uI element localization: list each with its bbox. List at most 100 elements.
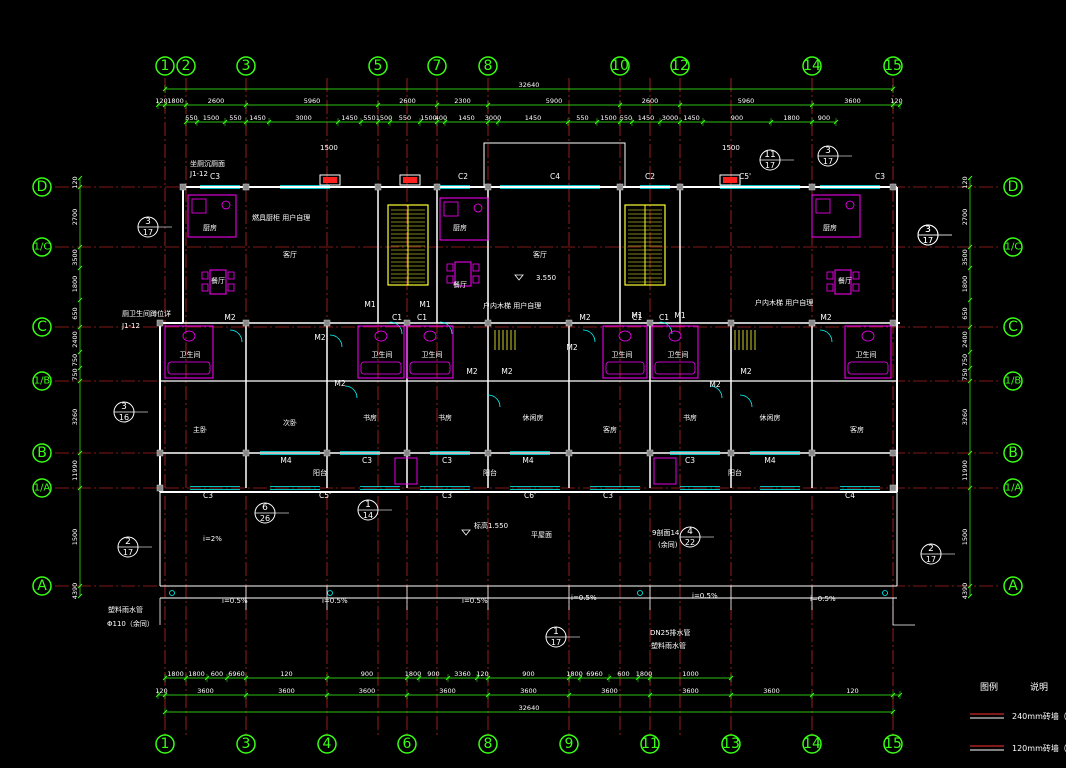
dimension-value: 2600 bbox=[642, 97, 659, 105]
dimension-value: 2700 bbox=[71, 209, 79, 226]
bathroom-fixtures bbox=[602, 325, 648, 379]
axis-bubble-left bbox=[32, 443, 52, 463]
dimension-value: 2600 bbox=[208, 97, 225, 105]
kitchen-fixtures bbox=[439, 197, 489, 241]
door-label: M1 bbox=[631, 311, 642, 320]
dining-set bbox=[446, 261, 480, 287]
window-label: C3 bbox=[362, 456, 372, 465]
dimension-value: 900 bbox=[522, 670, 534, 678]
room-label: 休闲房 bbox=[523, 413, 544, 422]
axis-bubble-left bbox=[32, 576, 52, 596]
dimension-value: 3600 bbox=[520, 687, 537, 695]
chair bbox=[446, 263, 454, 272]
axis-bubble-bottom bbox=[721, 734, 741, 754]
room-label: 书房 bbox=[683, 413, 697, 422]
room-label: 卫生间 bbox=[856, 350, 877, 359]
room-label: 厨房 bbox=[203, 223, 217, 232]
door-swing bbox=[487, 394, 501, 408]
dimension-value: 3600 bbox=[439, 687, 456, 695]
dimension-tick bbox=[77, 593, 83, 599]
axis-bubble-left bbox=[32, 237, 52, 257]
basin bbox=[423, 330, 437, 342]
window-label: C1 bbox=[632, 313, 642, 322]
detail-callout: 114 bbox=[357, 499, 392, 521]
level-marker bbox=[461, 529, 471, 536]
dimension-value: 5900 bbox=[546, 97, 563, 105]
callout-sheet: 17 bbox=[823, 157, 833, 166]
basin bbox=[668, 330, 682, 342]
dimension-value: 120 bbox=[280, 670, 292, 678]
column bbox=[156, 484, 164, 492]
detail-callout: 626 bbox=[254, 502, 289, 524]
column bbox=[242, 449, 250, 457]
dimension-value: 1800 bbox=[566, 670, 583, 678]
dimension-value: 750 bbox=[961, 354, 969, 366]
dimension-value: 600 bbox=[617, 670, 629, 678]
column bbox=[156, 319, 164, 327]
legend-header-col2: 说明 bbox=[1030, 681, 1048, 693]
dimension-value: 11990 bbox=[71, 460, 79, 481]
callout-number: 3 bbox=[925, 225, 931, 235]
axis-bubble-top bbox=[427, 56, 447, 76]
annotation-flush-j: J1-12 bbox=[189, 170, 208, 178]
axis-label-left: B bbox=[37, 445, 47, 461]
dimension-tick bbox=[77, 450, 83, 456]
door-label: M2 bbox=[466, 367, 477, 376]
detail-callout: 217 bbox=[920, 543, 955, 565]
dimension-value: 3260 bbox=[71, 409, 79, 426]
door-label: M2 bbox=[820, 313, 831, 322]
dimension-value: 3600 bbox=[197, 687, 214, 695]
dimension-value: 550 bbox=[185, 114, 197, 122]
detail-callout: 317 bbox=[137, 216, 172, 238]
dimension-value: 5960 bbox=[304, 97, 321, 105]
dimension-value: 32640 bbox=[519, 81, 540, 89]
basin bbox=[374, 330, 388, 342]
door-swing bbox=[389, 321, 403, 335]
axis-label-top: 15 bbox=[884, 58, 902, 74]
bathroom-fixtures bbox=[406, 325, 454, 379]
table bbox=[209, 269, 227, 295]
dimension-value: 550 bbox=[363, 114, 375, 122]
dimension-value: 2400 bbox=[961, 331, 969, 348]
labels: 厨房客厅餐厅厨房客厅餐厅厨房餐厅卫生间卫生间卫生间卫生间卫生间卫生间主卧次卧书房… bbox=[107, 144, 885, 650]
dimension-value: 1800 bbox=[167, 670, 184, 678]
bath-outline bbox=[602, 325, 648, 379]
window-label: C3 bbox=[603, 491, 613, 500]
annotation-detail-note: (余同) bbox=[658, 540, 678, 549]
annotation-wc-note: 厕卫生间蹲位详 bbox=[122, 309, 171, 318]
annotation-kitchen-note: 燃具厨柜 用户自理 bbox=[252, 213, 310, 222]
door-label: M1 bbox=[364, 300, 375, 309]
dimension-tick bbox=[77, 349, 83, 355]
door-label: M2 bbox=[314, 333, 325, 342]
column bbox=[433, 183, 441, 191]
door-label: M2 bbox=[566, 343, 577, 352]
room-label: 次卧 bbox=[283, 418, 297, 427]
door-swing bbox=[739, 394, 753, 408]
stove bbox=[845, 200, 855, 210]
room-label: 卫生间 bbox=[180, 350, 201, 359]
dimension-tick bbox=[967, 175, 973, 181]
dimension-value: 550 bbox=[229, 114, 241, 122]
dimension-value: 1450 bbox=[249, 114, 266, 122]
dimension-tick bbox=[77, 175, 83, 181]
level-marker bbox=[514, 274, 524, 281]
annotation-flush: 坐厕沉厕面 bbox=[190, 159, 225, 168]
counter bbox=[439, 197, 489, 241]
axis-label-bottom: 8 bbox=[484, 736, 493, 752]
axis-bubble-top bbox=[236, 56, 256, 76]
table bbox=[454, 261, 472, 287]
annotation-slope3: i=0.5% bbox=[462, 597, 488, 605]
table bbox=[834, 269, 852, 295]
axis-label-left: 1/A bbox=[34, 483, 51, 494]
dimension-value: 1000 bbox=[682, 670, 699, 678]
room-label: 主卧 bbox=[193, 425, 207, 434]
axis-bubble-right bbox=[1003, 177, 1023, 197]
tub bbox=[167, 361, 211, 375]
annotation-ref-1500b: 1500 bbox=[722, 144, 740, 152]
axis-bubble-top bbox=[883, 56, 903, 76]
dining-set bbox=[201, 269, 235, 295]
tub bbox=[654, 361, 696, 375]
dimension-tick bbox=[967, 324, 973, 330]
dimension-value: 120 bbox=[890, 97, 902, 105]
